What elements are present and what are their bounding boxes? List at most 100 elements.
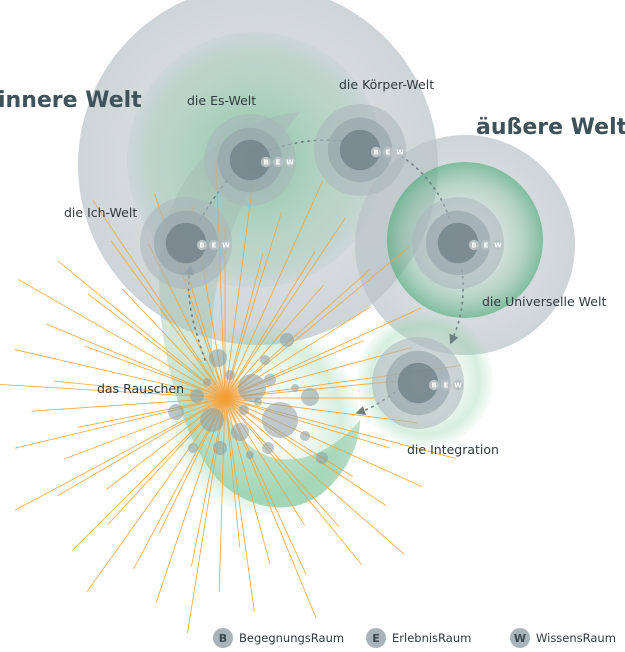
noise-particle — [316, 452, 328, 464]
legend-b-label: BegegnungsRaum — [239, 631, 345, 645]
burst-ray — [57, 397, 226, 497]
noise-particle — [239, 405, 249, 415]
noise-particle — [190, 389, 204, 403]
bew-badge — [440, 379, 452, 391]
bew-badge — [428, 379, 440, 391]
bew-letter: W — [454, 381, 462, 389]
bew-badge — [468, 239, 480, 251]
burst-ray — [224, 397, 405, 555]
bew-letter: E — [276, 158, 281, 166]
legend-e-badge: E — [366, 628, 386, 648]
burst-ray — [18, 279, 226, 399]
noise-particle — [264, 374, 276, 386]
bew-letter: W — [396, 148, 404, 156]
burst-ray — [224, 246, 410, 399]
noise-particle — [231, 423, 249, 441]
label-es-welt: die Es-Welt — [187, 93, 256, 108]
noise-particle — [301, 388, 319, 406]
burst-ray — [224, 397, 363, 566]
bew-letter: E — [386, 148, 391, 156]
burst-ray — [92, 199, 226, 399]
node-core — [397, 362, 439, 404]
burst-ray — [86, 397, 226, 593]
bew-letter: B — [263, 158, 268, 166]
noise-particle — [254, 398, 262, 406]
label-ich-welt: die Ich-Welt — [64, 205, 137, 220]
burst-ray — [155, 397, 226, 603]
burst-ray — [218, 397, 226, 592]
burst-ray — [0, 384, 226, 399]
bew-letter: W — [222, 241, 230, 249]
bew-letter: B — [199, 241, 204, 249]
burst-ray — [64, 397, 226, 460]
bew-badge — [260, 156, 272, 168]
legend-item-e: E ErlebnisRaum — [366, 628, 471, 648]
noise-particle — [260, 355, 270, 365]
legend-e-label: ErlebnisRaum — [392, 631, 472, 645]
label-koerper-welt: die Körper-Welt — [339, 77, 434, 92]
noise-particle — [262, 442, 274, 454]
legend-item-b: B BegegnungsRaum — [213, 628, 344, 648]
noise-particle — [209, 349, 227, 367]
bew-letter: E — [484, 241, 489, 249]
bew-badge — [272, 156, 284, 168]
noise-particle — [200, 408, 224, 432]
bew-badge — [208, 239, 220, 251]
noise-particle — [300, 431, 310, 441]
legend-item-w: W WissensRaum — [510, 628, 616, 648]
burst-ray — [224, 397, 271, 565]
bew-letter: B — [373, 148, 378, 156]
bew-letter: W — [494, 241, 502, 249]
burst-ray — [224, 397, 390, 449]
burst-ray — [14, 349, 226, 399]
noise-particle — [280, 333, 294, 347]
legend-w-badge: W — [510, 628, 530, 648]
title-outer-world: äußere Welt — [476, 115, 625, 140]
burst-ray — [224, 212, 282, 399]
noise-particle — [188, 443, 198, 453]
bew-badge — [382, 146, 394, 158]
noise-particle — [225, 370, 235, 380]
bew-badge — [452, 379, 464, 391]
node-core — [437, 222, 479, 264]
legend-w-label: WissensRaum — [536, 631, 616, 645]
label-rauschen: das Rauschen — [97, 381, 184, 396]
title-inner-world: innere Welt — [0, 88, 142, 113]
bew-badge — [370, 146, 382, 158]
label-universelle-welt: die Universelle Welt — [482, 294, 606, 309]
bew-letter: W — [286, 158, 294, 166]
burst-ray — [14, 397, 226, 449]
node-core — [339, 129, 381, 171]
bew-badge — [480, 239, 492, 251]
bew-letter: E — [444, 381, 449, 389]
node-core — [165, 222, 207, 264]
bew-badge — [220, 239, 232, 251]
noise-particle — [168, 404, 184, 420]
burst-ray — [14, 397, 226, 511]
node-core — [229, 139, 271, 181]
bew-badge — [394, 146, 406, 158]
burst-ray — [224, 397, 340, 527]
burst-ray — [110, 240, 226, 399]
bew-badge — [284, 156, 296, 168]
noise-particle — [203, 378, 211, 386]
noise-particles — [168, 333, 328, 464]
path-rauschen-ich — [184, 265, 206, 361]
burst-ray — [71, 397, 226, 552]
noise-particle — [262, 402, 298, 438]
burst-ray — [224, 397, 423, 488]
burst-ray — [224, 397, 456, 459]
bew-badge — [196, 239, 208, 251]
bew-letter: B — [431, 381, 436, 389]
burst-ray — [224, 218, 346, 399]
noise-particle — [291, 384, 299, 392]
burst-ray — [224, 180, 324, 399]
noise-particle — [246, 451, 254, 459]
burst-ray — [224, 251, 316, 399]
bew-badge — [492, 239, 504, 251]
